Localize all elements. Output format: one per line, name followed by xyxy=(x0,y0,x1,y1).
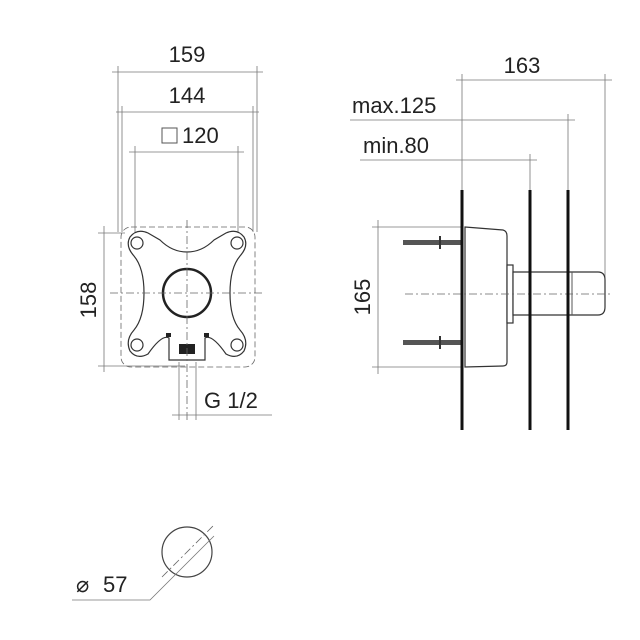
dim-diameter: 57 xyxy=(103,572,127,597)
dim-depth-min: min.80 xyxy=(363,133,429,158)
square-symbol-icon xyxy=(161,127,178,144)
dim-height: 158 xyxy=(76,282,101,319)
dim-side-height: 165 xyxy=(350,279,375,316)
dim-thread: G 1/2 xyxy=(204,388,258,413)
dim-square-size: 120 xyxy=(182,123,219,148)
pipe-stub xyxy=(512,271,606,316)
diameter-symbol-icon: ⌀ xyxy=(76,572,89,597)
side-view: 163 max.125 min.80 165 xyxy=(350,53,612,430)
screw-hole-icons xyxy=(130,236,244,352)
dim-depth-max: max.125 xyxy=(352,93,436,118)
front-view: 159 144 120 158 G 1/2 xyxy=(76,42,272,420)
dim-width-inner: 144 xyxy=(169,83,206,108)
cutout-view: ⌀ 57 xyxy=(72,524,215,601)
cutout-circle xyxy=(161,526,213,578)
dim-width-overall: 159 xyxy=(169,42,206,67)
housing-body xyxy=(464,226,508,368)
dim-depth-overall: 163 xyxy=(504,53,541,78)
housing-outline xyxy=(120,226,256,368)
wall-anchor-icons xyxy=(403,236,461,349)
